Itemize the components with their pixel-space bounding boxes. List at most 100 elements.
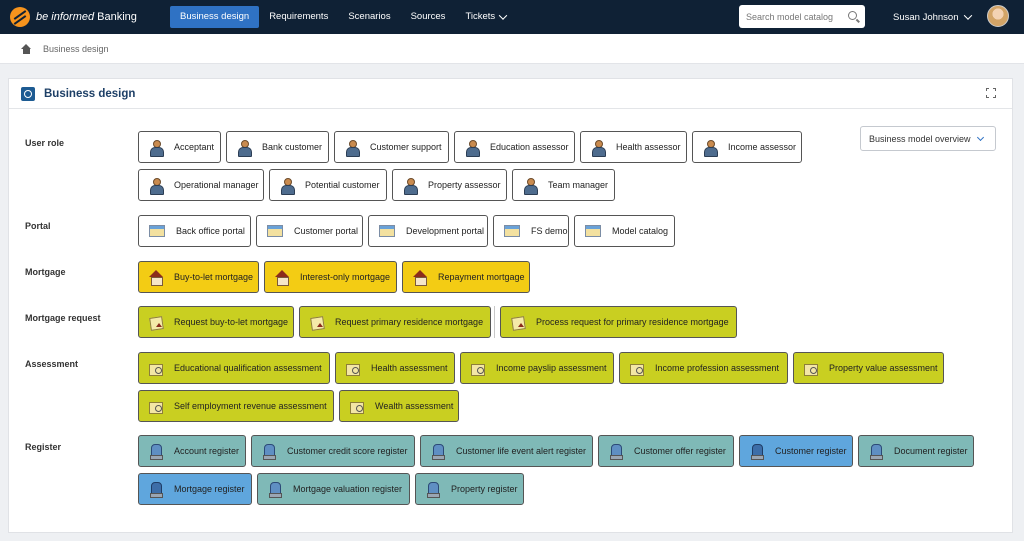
chip-portal-customer[interactable]: Customer portal — [256, 215, 363, 247]
chip-label: Mortgage valuation register — [293, 484, 403, 494]
chip-label: Health assessment — [371, 363, 448, 373]
chip-user-role-customer-support[interactable]: Customer support — [334, 131, 449, 163]
chip-user-role-operational-manager[interactable]: Operational manager — [138, 169, 264, 201]
chip-assessment-educational-qualification[interactable]: Educational qualification assessment — [138, 352, 330, 384]
search-icon[interactable] — [848, 11, 857, 20]
chip-process-request-primary-residence[interactable]: Process request for primary residence mo… — [500, 306, 737, 338]
chip-label: Income assessor — [728, 142, 797, 152]
chevron-down-icon — [498, 11, 508, 20]
chip-register-property[interactable]: Property register — [415, 473, 524, 505]
chip-portal-back-office[interactable]: Back office portal — [138, 215, 251, 247]
chip-request-primary-residence[interactable]: Request primary residence mortgage — [299, 306, 491, 338]
chip-assessment-wealth[interactable]: Wealth assessment — [339, 390, 459, 422]
chip-assessment-property-value[interactable]: Property value assessment — [793, 352, 944, 384]
chip-register-customer[interactable]: Customer register — [739, 435, 853, 467]
chip-user-role-team-manager[interactable]: Team manager — [512, 169, 615, 201]
chip-label: Development portal — [406, 226, 485, 236]
chip-label: Process request for primary residence mo… — [536, 317, 729, 327]
home-icon[interactable] — [21, 43, 32, 54]
user-icon — [523, 177, 538, 195]
chip-label: Potential customer — [305, 180, 380, 190]
chip-label: Account register — [174, 446, 240, 456]
chip-register-account[interactable]: Account register — [138, 435, 246, 467]
chip-user-role-income-assessor[interactable]: Income assessor — [692, 131, 802, 163]
register-icon — [750, 443, 764, 460]
chip-label: Customer register — [775, 446, 847, 456]
chip-label: Income profession assessment — [655, 363, 780, 373]
nav-scenarios[interactable]: Scenarios — [348, 11, 391, 22]
register-icon — [262, 443, 276, 460]
chip-label: FS demo — [531, 226, 568, 236]
assessment-icon — [346, 361, 360, 376]
chip-portal-model-catalog[interactable]: Model catalog — [574, 215, 675, 247]
register-icon — [431, 443, 445, 460]
register-icon — [149, 481, 163, 498]
avatar[interactable] — [987, 5, 1009, 27]
chip-label: Acceptant — [174, 142, 215, 152]
nav-sources[interactable]: Sources — [410, 11, 446, 22]
brand-logo-icon — [10, 7, 30, 27]
user-icon — [403, 177, 418, 195]
chip-label: Operational manager — [174, 180, 259, 190]
chip-user-role-property-assessor[interactable]: Property assessor — [392, 169, 507, 201]
business-model-overview-dropdown[interactable]: Business model overview — [860, 126, 996, 151]
chip-register-customer-offer[interactable]: Customer offer register — [598, 435, 734, 467]
chip-user-role-acceptant[interactable]: Acceptant — [138, 131, 221, 163]
register-icon — [149, 443, 163, 460]
chip-label: Educational qualification assessment — [174, 363, 322, 373]
nav-business-design[interactable]: Business design — [170, 6, 260, 28]
brand-text: be informed Banking — [36, 11, 137, 23]
business-design-icon — [21, 86, 35, 101]
user-icon — [345, 139, 360, 157]
chip-register-customer-credit-score[interactable]: Customer credit score register — [251, 435, 415, 467]
chip-label: Bank customer — [262, 142, 323, 152]
chip-register-customer-life-event-alert[interactable]: Customer life event alert register — [420, 435, 593, 467]
top-navbar: be informed Banking Business design Requ… — [0, 0, 1024, 34]
chip-user-role-health-assessor[interactable]: Health assessor — [580, 131, 687, 163]
register-icon — [869, 443, 883, 460]
chip-mortgage-interest-only[interactable]: Interest-only mortgage — [264, 261, 397, 293]
request-document-icon — [511, 315, 525, 330]
chip-label: Document register — [894, 446, 968, 456]
nav-requirements[interactable]: Requirements — [269, 11, 329, 22]
assessment-icon — [804, 361, 818, 376]
house-icon — [413, 269, 427, 286]
nav-tickets[interactable]: Tickets — [455, 6, 516, 28]
portal-icon — [149, 225, 165, 237]
register-icon — [268, 481, 282, 498]
panel-title: Business design — [44, 87, 136, 100]
chip-assessment-self-employment-revenue[interactable]: Self employment revenue assessment — [138, 390, 334, 422]
divider — [494, 306, 495, 338]
expand-icon[interactable] — [986, 88, 996, 98]
chip-user-role-bank-customer[interactable]: Bank customer — [226, 131, 329, 163]
brand[interactable]: be informed Banking — [10, 7, 160, 27]
user-menu[interactable]: Susan Johnson — [893, 0, 972, 34]
house-icon — [149, 269, 163, 286]
chip-portal-development[interactable]: Development portal — [368, 215, 488, 247]
chip-label: Customer support — [370, 142, 442, 152]
chip-user-role-education-assessor[interactable]: Education assessor — [454, 131, 575, 163]
chip-assessment-health[interactable]: Health assessment — [335, 352, 455, 384]
chip-portal-fs-demo[interactable]: FS demo — [493, 215, 569, 247]
chip-assessment-income-profession[interactable]: Income profession assessment — [619, 352, 788, 384]
chip-label: Customer portal — [294, 226, 359, 236]
search-input[interactable] — [746, 11, 842, 22]
chip-mortgage-buy-to-let[interactable]: Buy-to-let mortgage — [138, 261, 259, 293]
chip-register-mortgage-valuation[interactable]: Mortgage valuation register — [257, 473, 410, 505]
chip-label: Self employment revenue assessment — [174, 401, 327, 411]
portal-icon — [379, 225, 395, 237]
chip-label: Wealth assessment — [375, 401, 454, 411]
chip-label: Mortgage register — [174, 484, 245, 494]
section-label-user-role: User role — [25, 138, 65, 148]
chip-register-mortgage[interactable]: Mortgage register — [138, 473, 252, 505]
user-icon — [703, 139, 718, 157]
chip-label: Team manager — [548, 180, 609, 190]
chip-mortgage-repayment[interactable]: Repayment mortgage — [402, 261, 530, 293]
chip-register-document[interactable]: Document register — [858, 435, 974, 467]
chip-assessment-income-payslip[interactable]: Income payslip assessment — [460, 352, 614, 384]
user-icon — [280, 177, 295, 195]
chip-user-role-potential-customer[interactable]: Potential customer — [269, 169, 387, 201]
business-design-panel: Business design Business model overview … — [8, 78, 1013, 533]
chip-label: Property value assessment — [829, 363, 938, 373]
chip-request-buy-to-let[interactable]: Request buy-to-let mortgage — [138, 306, 294, 338]
